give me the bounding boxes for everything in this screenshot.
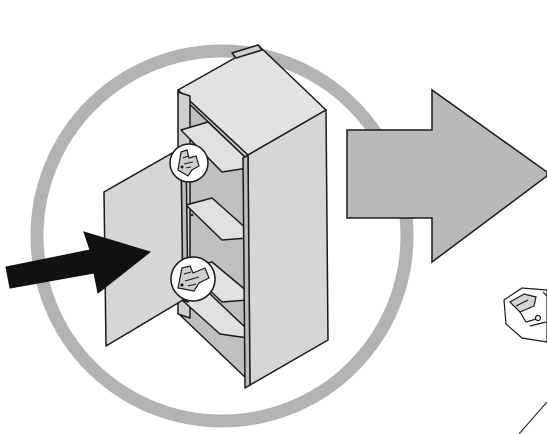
door-hinge-hole [190, 213, 194, 217]
cabinet-right-edge [242, 154, 251, 389]
lower-hinge [170, 256, 216, 302]
grey-direction-arrow [346, 88, 547, 264]
leader-line [518, 401, 547, 434]
cabinet-with-open-door [103, 44, 329, 389]
upper-hinge [169, 143, 209, 183]
black-pointer-arrow [5, 231, 152, 294]
magnifier-ring [30, 44, 414, 428]
hinge-detail-partial [503, 287, 547, 343]
cabinet-top-back-ledge [231, 44, 263, 59]
cabinet-right-side [247, 109, 329, 386]
